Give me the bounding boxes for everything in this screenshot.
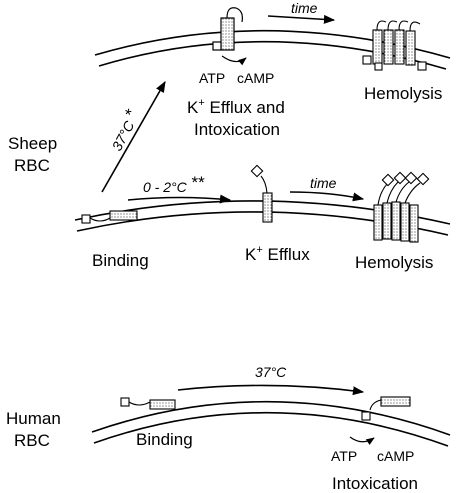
time-arrow-lower	[289, 191, 365, 202]
sheep-label-line2: RBC	[14, 156, 50, 175]
arrow-37c-human	[177, 384, 365, 396]
human-label-line2: RBC	[14, 431, 50, 450]
hemolysis-pore-upper	[362, 20, 427, 71]
time-arrow-upper	[267, 14, 336, 24]
inserted-toxin-upper	[212, 7, 243, 51]
efflux-intoxication-caption: K+ Efflux and Intoxication	[187, 97, 290, 139]
hemolysis-label-lower: Hemolysis	[355, 253, 433, 272]
human-label-line1: Human	[6, 409, 61, 428]
atp-label-human: ATP	[331, 448, 357, 464]
time-label-upper: time	[291, 0, 318, 16]
binding-label-human: Binding	[136, 430, 193, 449]
sheep-rbc-label: Sheep RBC	[8, 134, 62, 175]
arrow-37c-diagonal	[101, 81, 166, 193]
human-membrane	[91, 400, 451, 447]
binding-label-sheep: Binding	[92, 251, 149, 270]
atp-to-camp-arrow-human	[349, 436, 375, 445]
inserted-toxin-human	[361, 396, 411, 421]
temp-cold-label: 0 - 2°C **	[143, 173, 205, 195]
atp-to-camp-arrow-upper	[221, 55, 247, 66]
bound-toxin	[81, 210, 138, 224]
time-label-lower: time	[310, 175, 337, 191]
temp-37c-label-human: 37°C	[255, 364, 287, 380]
arrow-cold	[127, 194, 232, 204]
k-efflux-label: K+ Efflux	[245, 244, 310, 264]
hemolysis-pore-lower	[373, 171, 430, 243]
sheep-label-line1: Sheep	[8, 134, 57, 153]
camp-label-upper: cAMP	[237, 70, 274, 86]
inserted-toxin-lower	[250, 164, 273, 223]
atp-label-upper: ATP	[199, 70, 225, 86]
intoxication-label-human: Intoxication	[332, 474, 418, 493]
human-rbc-label: Human RBC	[6, 409, 66, 450]
bound-toxin-human	[120, 397, 176, 410]
camp-label-human: cAMP	[377, 448, 414, 464]
hemolysis-label-upper: Hemolysis	[364, 84, 442, 103]
